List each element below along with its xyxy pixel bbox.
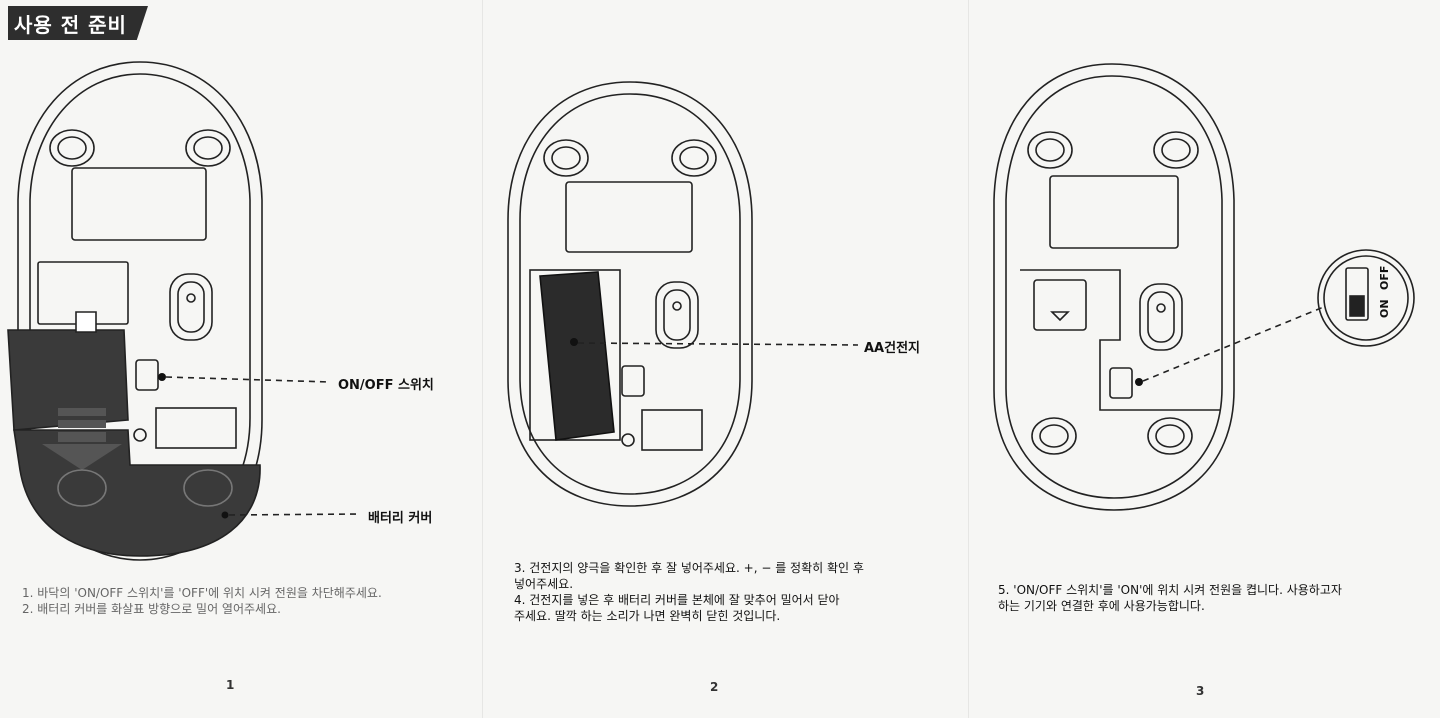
cover-callout-dot: [221, 511, 229, 519]
mouse-bottom-view-3: [993, 63, 1235, 511]
battery-cover-label: 배터리 커버: [368, 511, 433, 526]
step-caption-2: 3. 건전지의 양극을 확인한 후 잘 넣어주세요. +, − 를 정확히 확인…: [514, 560, 954, 624]
switch-on-callout-dot: [1135, 378, 1143, 386]
switch-callout-line: [165, 376, 331, 383]
step-caption-1: 1. 바닥의 'ON/OFF 스위치'를 'OFF'에 위치 시켜 전원을 차단…: [22, 585, 462, 617]
column-divider: [482, 0, 483, 718]
step-2-text: 2. 배터리 커버를 화살표 방향으로 밀어 열어주세요.: [22, 602, 281, 616]
switch-zoom-circle: [1317, 249, 1415, 347]
page-title: 사용 전 준비: [14, 13, 127, 37]
page-number-2: 2: [710, 680, 719, 694]
slide-arrow-icon: [42, 408, 122, 470]
step-5-text: 5. 'ON/OFF 스위치'를 'ON'에 위치 시켜 전원을 켭니다. 사용…: [998, 583, 1342, 597]
onoff-switch-label: ON/OFF 스위치: [338, 378, 434, 393]
step-3-text-cont: 넣어주세요.: [514, 577, 574, 591]
step-1-text: 1. 바닥의 'ON/OFF 스위치'를 'OFF'에 위치 시켜 전원을 차단…: [22, 586, 382, 600]
aa-battery: [539, 271, 615, 441]
aa-battery-label: AA건전지: [864, 341, 921, 356]
step-4-text-cont: 주세요. 딸깍 하는 소리가 나면 완벽히 닫힌 것입니다.: [514, 609, 781, 623]
column-divider: [968, 0, 969, 718]
step-caption-3: 5. 'ON/OFF 스위치'를 'ON'에 위치 시켜 전원을 켭니다. 사용…: [998, 582, 1428, 614]
step-4-text: 4. 건전지를 넣은 후 배터리 커버를 본체에 잘 맞추어 밀어서 닫아: [514, 593, 840, 607]
mouse-bottom-view-1: [17, 61, 263, 561]
switch-callout-dot: [158, 373, 166, 381]
page-number-1: 1: [226, 678, 235, 692]
step-3-text: 3. 건전지의 양극을 확인한 후 잘 넣어주세요. +, − 를 정확히 확인…: [514, 561, 864, 575]
page-number-3: 3: [1196, 684, 1205, 698]
switch-on-label: ON: [1378, 299, 1391, 318]
battery-callout-line: [577, 342, 859, 346]
switch-off-label: OFF: [1378, 266, 1391, 290]
mouse-bottom-view-2: [507, 81, 753, 507]
cover-callout-line: [228, 513, 361, 516]
cover-feet: [57, 469, 233, 507]
header-band: [8, 6, 148, 40]
step-5-text-cont: 하는 기기와 연결한 후에 사용가능합니다.: [998, 599, 1205, 613]
battery-callout-dot: [570, 338, 578, 346]
